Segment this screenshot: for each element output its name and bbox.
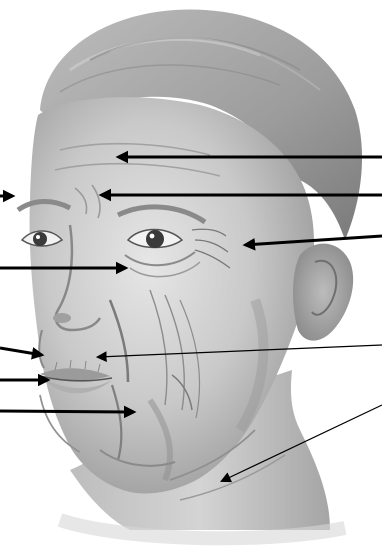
pointer-nasolabial-fold [0,348,42,355]
ear [293,244,353,341]
pointer-marionette-lines [0,411,134,412]
